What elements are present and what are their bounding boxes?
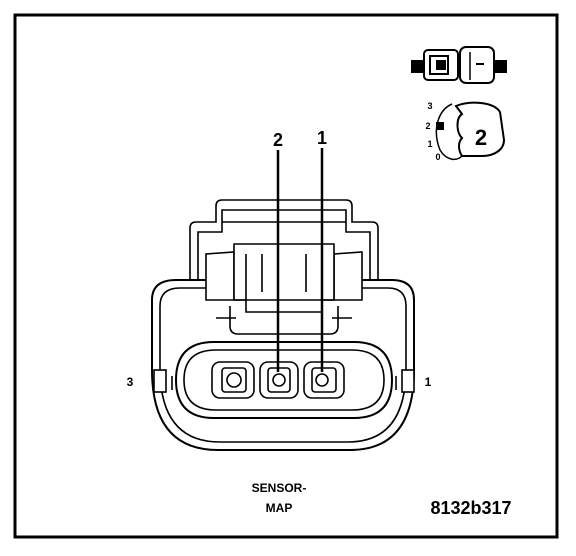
terminal-3 [211, 361, 255, 399]
connector-halves-icon [411, 46, 507, 84]
caption-line-1: SENSOR- [252, 481, 307, 495]
lock-badge: 2 [475, 125, 487, 150]
callout-lines [276, 148, 324, 372]
lock-scale-1: 1 [427, 139, 432, 149]
lock-scale-0: 0 [435, 152, 440, 162]
connector-body [151, 199, 415, 451]
side-label-3: 3 [127, 375, 134, 389]
callout-1: 1 [317, 128, 327, 148]
lock-scale-3: 3 [427, 101, 432, 111]
lock-scale-2: 2 [425, 121, 430, 131]
callout-2: 2 [273, 130, 283, 150]
terminal-1 [303, 361, 345, 399]
side-label-1: 1 [425, 375, 432, 389]
terminal-2 [259, 361, 299, 399]
lock-position-icon: 2 3 2 1 0 [425, 101, 506, 162]
caption-line-2: MAP [266, 501, 293, 515]
figure-id: 8132b317 [430, 498, 511, 518]
